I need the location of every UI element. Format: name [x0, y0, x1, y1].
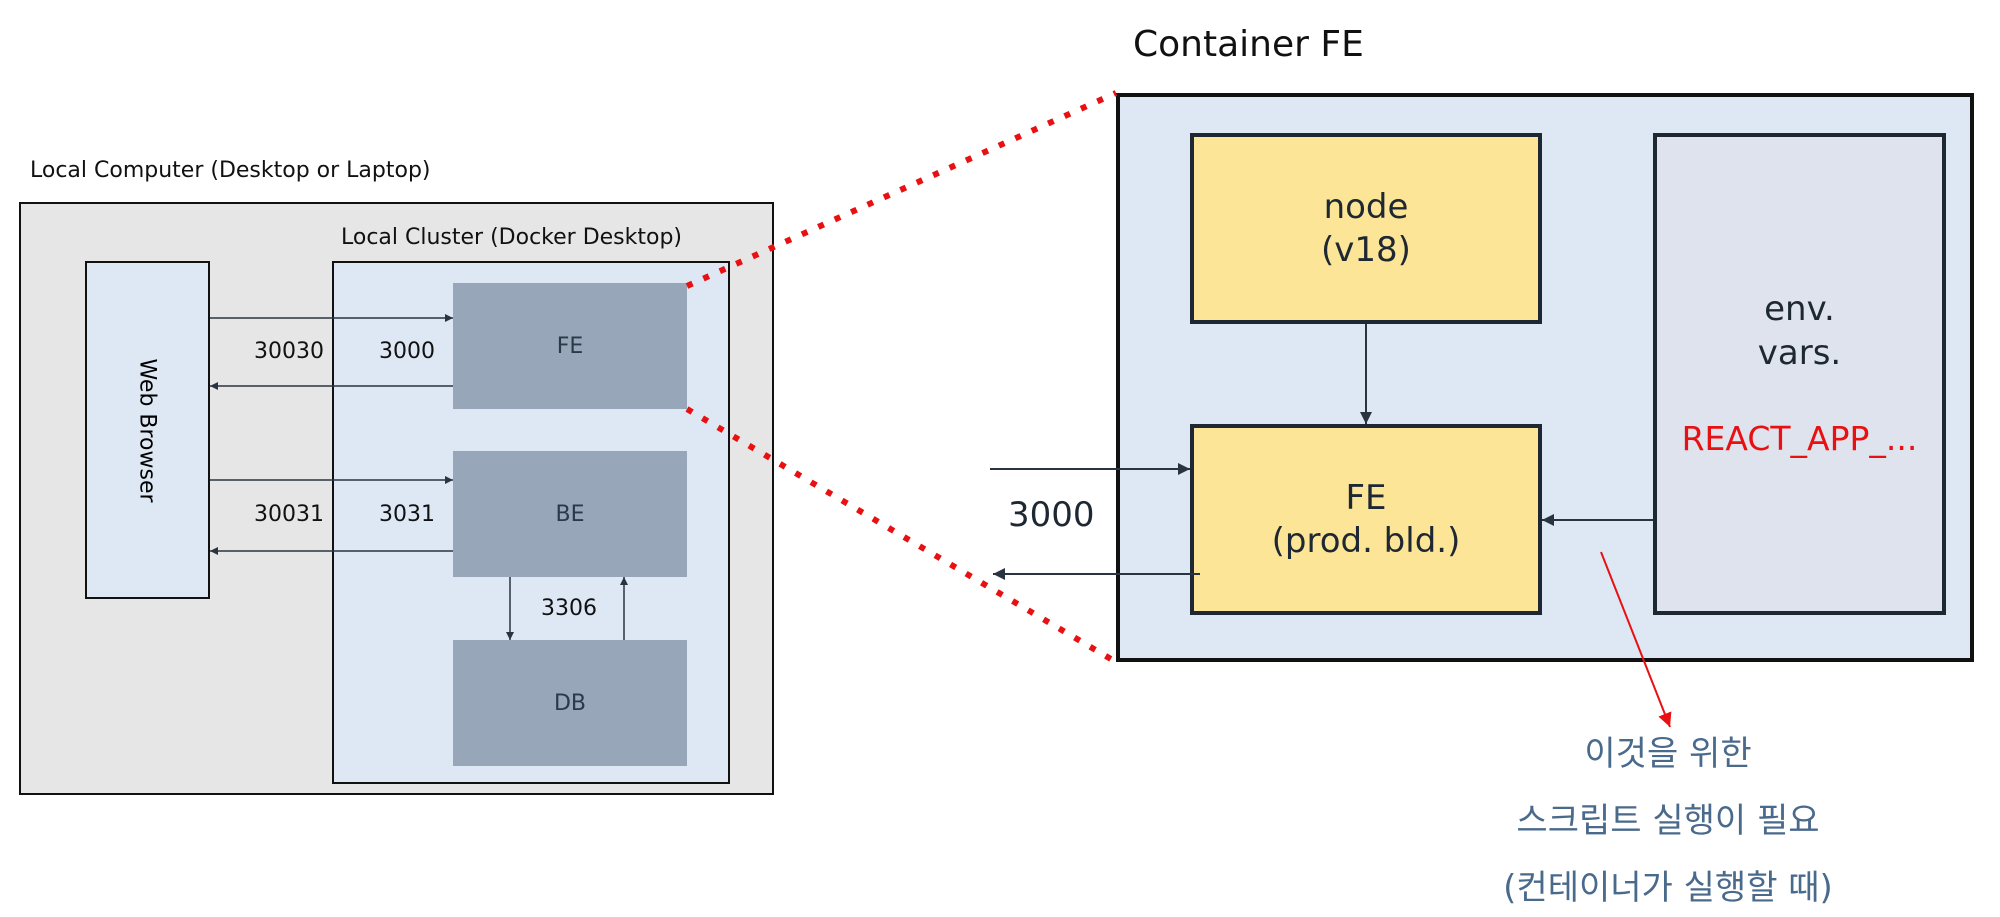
- db-service-box: DB: [453, 640, 687, 766]
- node-label: node: [1323, 187, 1409, 227]
- note-line-1: 이것을 위한: [1584, 734, 1752, 774]
- react-app-var: REACT_APP_...: [1681, 419, 1918, 458]
- db-service-label: DB: [553, 690, 587, 716]
- node-box: node (v18): [1190, 133, 1542, 324]
- vars-label: vars.: [1757, 333, 1842, 373]
- port-fe-external: 30030: [254, 339, 324, 364]
- local-cluster-label: Local Cluster (Docker Desktop): [341, 225, 683, 250]
- env-vars-box: env. vars. REACT_APP_...: [1653, 133, 1946, 615]
- zoom-line-bottom: [685, 406, 1118, 665]
- note-line-3: (컨테이너가 실행할 때): [1503, 868, 1833, 908]
- note-pointer-arrow: [1600, 551, 1672, 728]
- fe-build-sublabel: (prod. bld.): [1271, 520, 1461, 561]
- web-browser-box: Web Browser: [85, 261, 210, 599]
- fe-build-box: FE (prod. bld.): [1190, 424, 1542, 615]
- env-label: env.: [1764, 289, 1835, 329]
- zoom-line-top: [685, 90, 1118, 289]
- port-fe-internal: 3000: [379, 339, 435, 364]
- fe-build-label: FE: [1345, 478, 1387, 518]
- fe-service-box: FE: [453, 283, 687, 409]
- be-service-label: BE: [555, 501, 585, 527]
- node-version: (v18): [1321, 229, 1411, 270]
- port-db: 3306: [541, 596, 597, 621]
- port-be-external: 30031: [254, 502, 324, 527]
- fe-service-label: FE: [556, 333, 584, 359]
- local-computer-label: Local Computer (Desktop or Laptop): [30, 158, 431, 183]
- be-service-box: BE: [453, 451, 687, 577]
- container-port: 3000: [1008, 495, 1095, 535]
- container-title: Container FE: [1133, 24, 1364, 65]
- note-line-2: 스크립트 실행이 필요: [1516, 801, 1820, 841]
- port-be-internal: 3031: [379, 502, 435, 527]
